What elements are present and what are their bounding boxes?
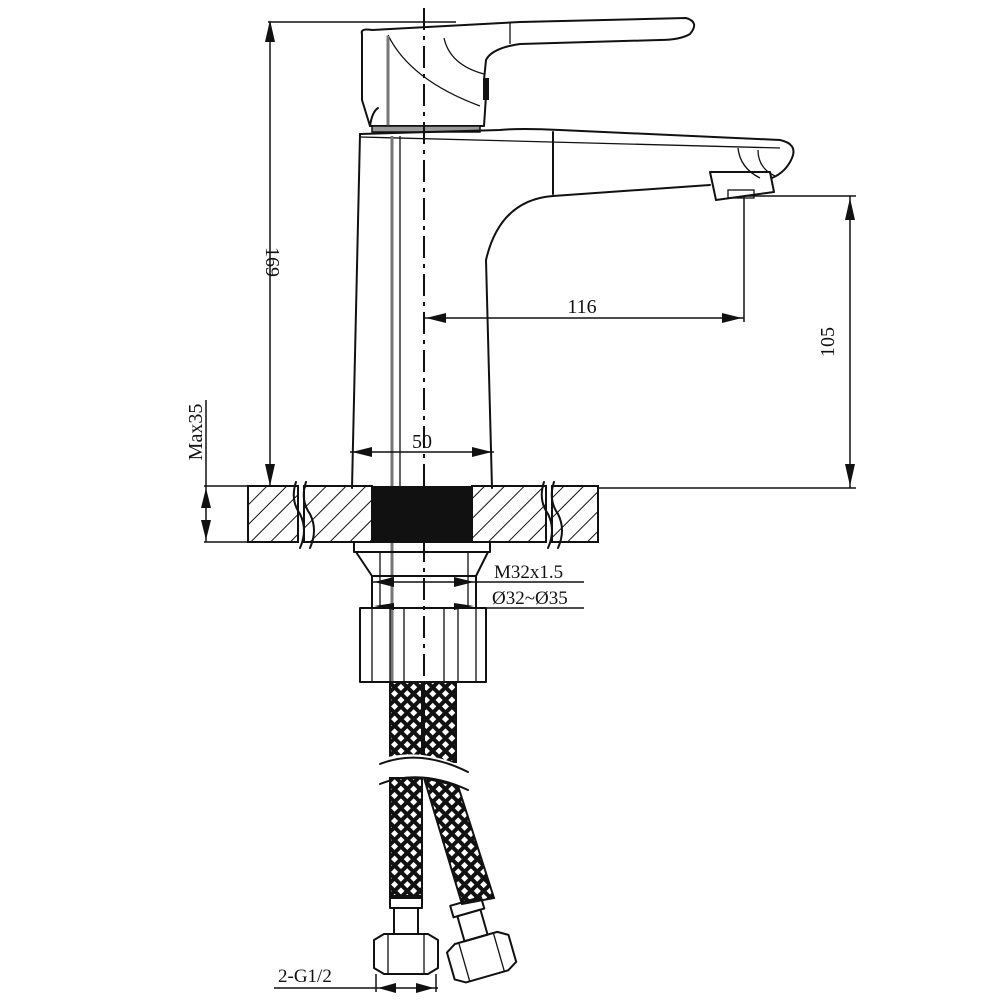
hose-fitting-left xyxy=(373,895,439,975)
dimension-spout-height: 105 xyxy=(598,195,856,489)
mounting-shank xyxy=(353,541,491,683)
supply-hoses xyxy=(378,681,496,906)
dimension-label-thread: M32x1.5 xyxy=(494,562,563,583)
dimension-overall-height: 169 xyxy=(261,20,456,486)
dimension-label-50: 50 xyxy=(412,431,432,453)
dimension-label-116: 116 xyxy=(567,296,596,318)
deck-section xyxy=(247,481,599,549)
faucet-body xyxy=(351,128,795,740)
dimension-hose-connection: 2-G1/2 xyxy=(274,966,438,993)
dimension-label-105: 105 xyxy=(817,327,839,357)
dimension-deck-thickness: Max35 xyxy=(185,400,248,543)
dimension-mounting-hole: Ø32~Ø35 xyxy=(372,588,584,610)
dimension-label-hose-connection: 2-G1/2 xyxy=(278,966,332,987)
dimension-body-diameter: 50 xyxy=(350,431,494,457)
lever-handle xyxy=(360,17,696,133)
dimension-label-169: 169 xyxy=(261,247,283,277)
dimension-label-mounting-hole: Ø32~Ø35 xyxy=(492,588,568,609)
dimension-label-max35: Max35 xyxy=(185,404,207,461)
dimension-thread: M32x1.5 xyxy=(372,562,584,587)
dimension-spout-reach: 116 xyxy=(424,196,745,323)
lever-indicator xyxy=(483,78,489,100)
hose-fitting-right xyxy=(445,895,518,984)
